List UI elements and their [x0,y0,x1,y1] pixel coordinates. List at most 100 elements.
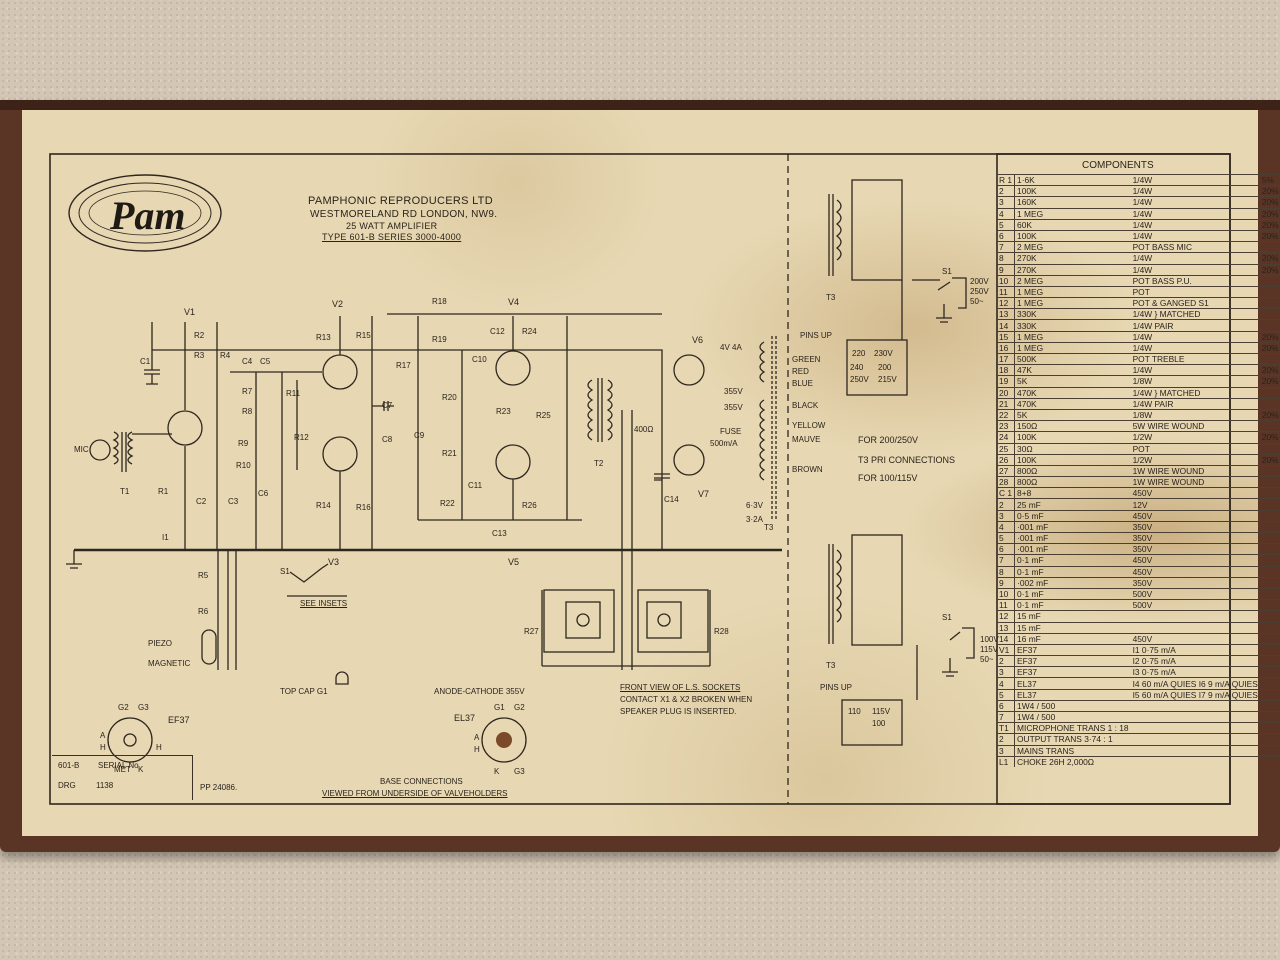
component-rating: 350V [1130,520,1260,533]
component-value: 30Ω [1014,442,1131,455]
resistor-label: R6 [198,607,209,616]
lead-label: GREEN [792,355,821,364]
component-rating: POT TREBLE [1130,352,1260,365]
component-tolerance [1259,666,1280,678]
component-rating [1130,733,1260,746]
sockets-note: SPEAKER PLUG IS INSERTED. [620,707,737,716]
component-rating: 500V [1130,599,1260,611]
component-ref: 5 [997,688,1016,701]
component-tolerance [1259,733,1280,746]
component-tolerance [1259,476,1280,488]
component-rating: POT BASS MIC [1130,241,1260,253]
capacitor-label: C9 [414,431,425,440]
component-tolerance [1259,509,1280,522]
component-value: 270K [1014,252,1131,264]
component-rating: 1/4W [1130,364,1260,376]
anode-cathode-label: ANODE-CATHODE 355V [434,687,525,696]
component-tolerance [1259,531,1280,544]
component-rating: 1/4W [1130,341,1260,354]
component-value: 1 MEG [1014,297,1131,309]
component-tolerance [1259,744,1280,757]
capacitor-label: C12 [490,327,505,336]
capacitor-label: C8 [382,435,393,444]
capacitor-label: C5 [260,357,271,366]
component-ref: 12 [997,297,1016,309]
drawing-number: 1138 [96,781,114,790]
component-rating: 350V [1130,576,1260,589]
component-ref: C 1 [997,487,1016,499]
t3-label: T3 [764,523,774,532]
tap-label: 200 [878,363,892,372]
component-value: 60K [1014,218,1131,231]
component-rating: 1/4W } MATCHED [1130,386,1260,399]
pin-label: G3 [138,703,149,712]
component-tolerance [1259,610,1280,622]
heater-v6-label: 4V 4A [720,343,742,352]
pin-label: G2 [118,703,129,712]
component-ref: T1 [997,722,1016,734]
resistor-label: R15 [356,331,371,340]
component-ref: 6 [997,699,1016,712]
lead-label: BLACK [792,401,819,410]
resistor-label: R24 [522,327,537,336]
component-value: EL37 [1014,688,1131,701]
component-rating: 1/4W [1130,263,1260,276]
component-value: 800Ω [1014,464,1131,477]
heater-current: 3·2A [746,515,763,524]
company-name: PAMPHONIC REPRODUCERS LTD [308,195,493,207]
tap-label: 220 [852,349,866,358]
component-ref: 7 [997,554,1016,567]
component-tolerance [1259,498,1280,511]
component-value: 100K [1014,229,1131,242]
component-value: OUTPUT TRANS 3·74 : 1 [1014,733,1131,746]
pin-label: G1 [494,703,505,712]
component-value: 0·1 mF [1014,599,1131,611]
component-tolerance: 5% [1259,173,1280,186]
component-ref: 14 [997,632,1016,645]
mains-label: 250V [970,287,989,296]
component-rating [1130,722,1260,734]
t1-label: T1 [120,487,130,496]
component-value: 1 MEG [1014,207,1131,220]
component-ref: 6 [997,543,1016,555]
component-ref: 13 [997,308,1016,320]
component-value: 25 mF [1014,498,1131,511]
component-tolerance: 20% [1259,207,1280,220]
resistor-label: R21 [442,449,457,458]
resistor-label: R19 [432,335,447,344]
component-rating: 1/4W [1130,229,1260,242]
component-ref: 3 [997,509,1016,522]
pin-label: G3 [514,767,525,776]
component-rating: 500V [1130,587,1260,600]
valve-label: V1 [184,307,196,317]
hanging-rod [0,100,1280,110]
component-tolerance: 20% [1259,364,1280,376]
valve-label: V7 [698,489,710,499]
logo-wordmark: Pam [110,193,186,238]
component-value: EF37 [1014,655,1131,667]
component-value: 15 mF [1014,621,1131,634]
tap-label: 100 [872,719,886,728]
lead-label: YELLOW [792,421,826,430]
pin-label: A [474,733,480,742]
stamp-number: PP 24086. [200,783,238,792]
capacitor-label: C11 [468,481,483,490]
resistor-label: R20 [442,393,457,402]
component-rating: POT BASS P.U. [1130,274,1260,287]
capacitor-label: C6 [258,489,269,498]
component-rating: I3 0·75 m/A [1130,666,1260,678]
